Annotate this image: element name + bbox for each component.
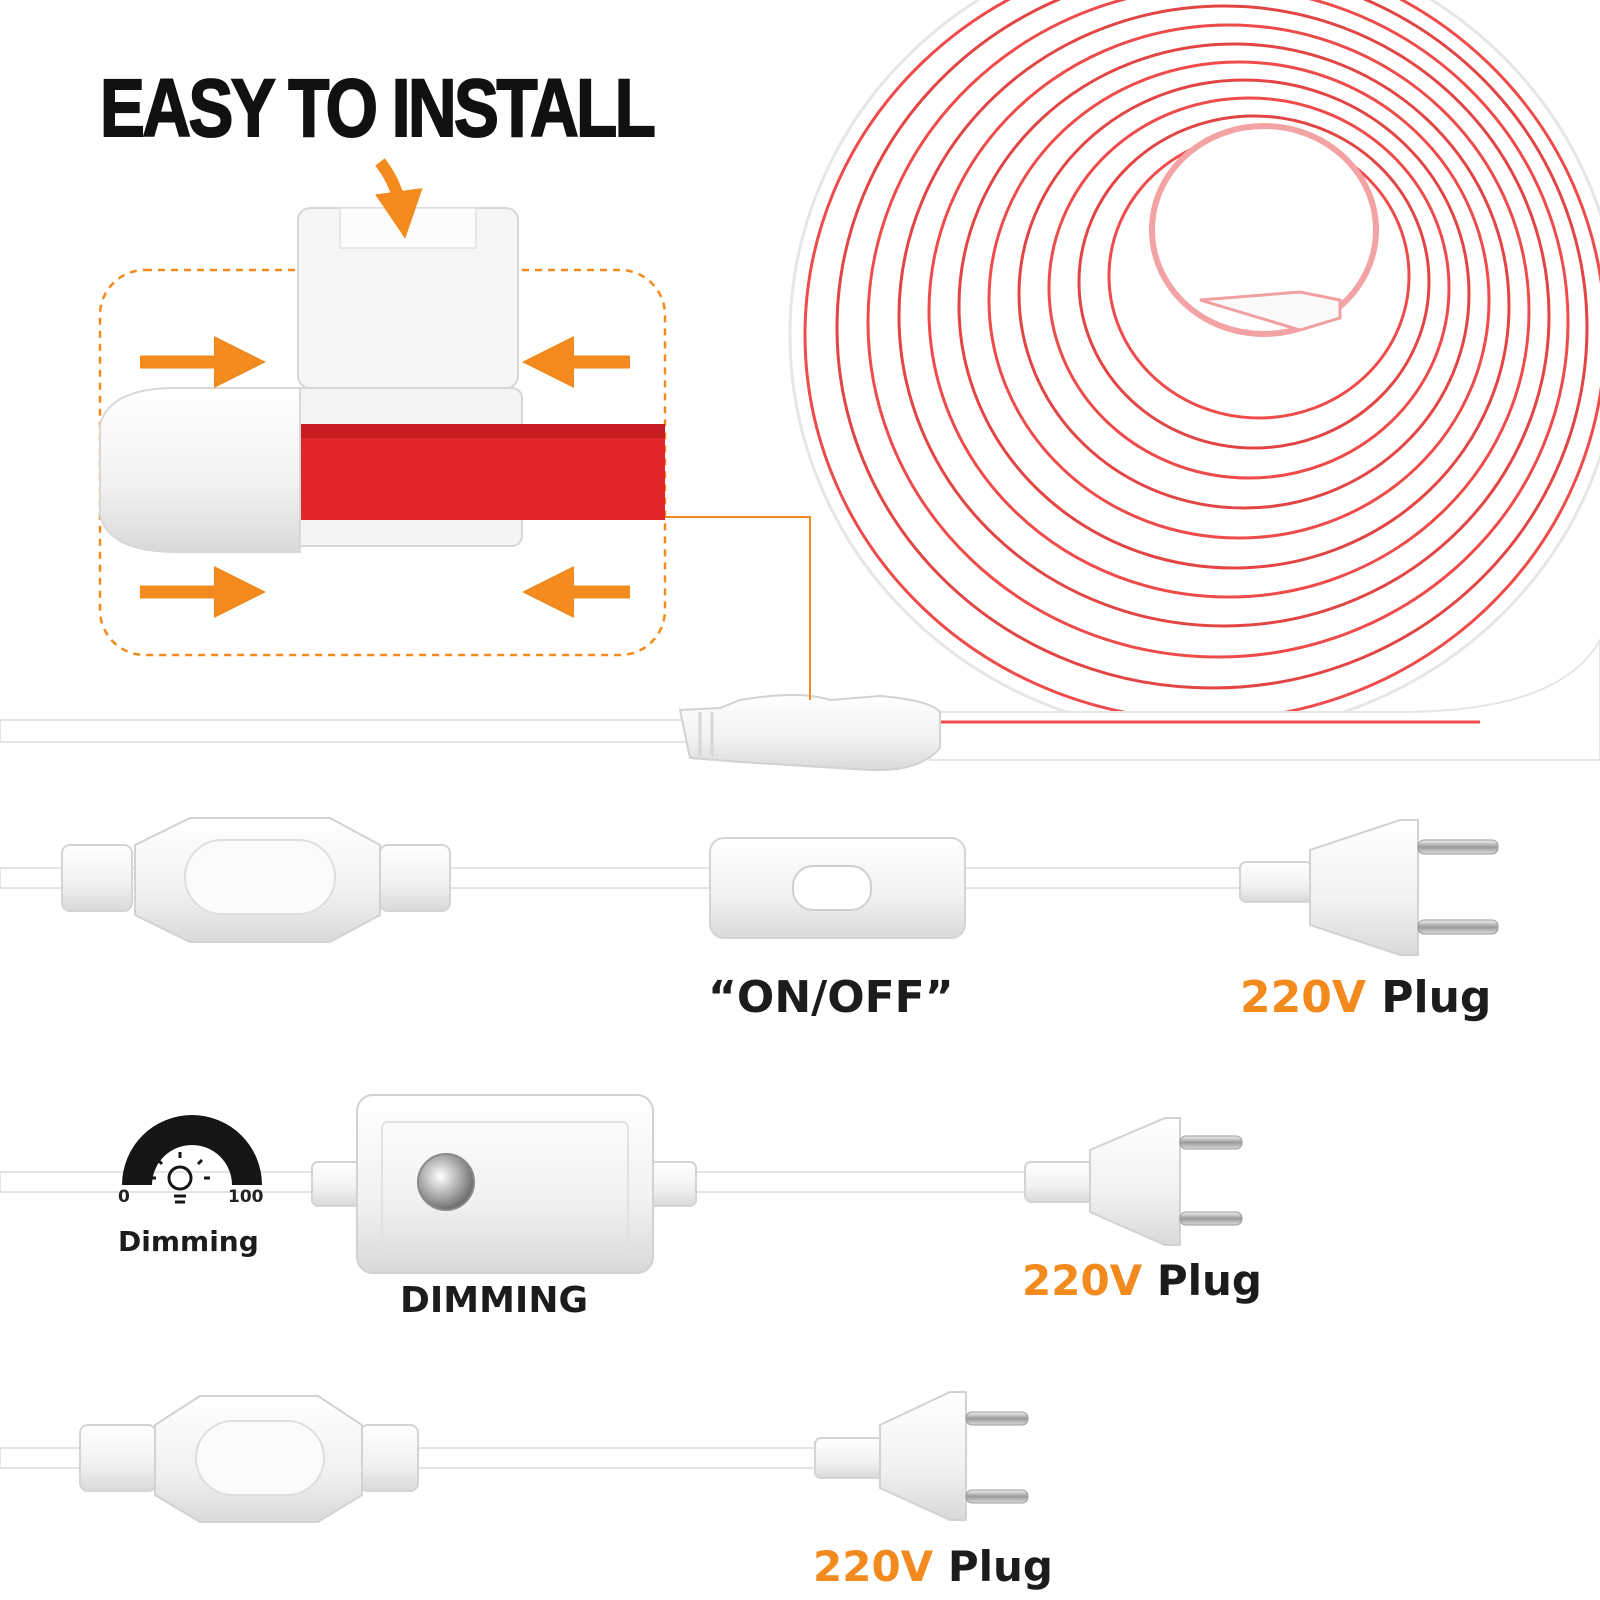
dimming-scale-max: 100 xyxy=(228,1187,264,1207)
plug-voltage: 220V xyxy=(813,1542,934,1591)
plug-label-3: 220V Plug xyxy=(813,1542,1053,1591)
strip-connector xyxy=(678,694,941,772)
switch-label: “ON/OFF” xyxy=(708,972,954,1023)
dimmer-knob-icon xyxy=(417,1153,475,1211)
main-cable xyxy=(0,694,941,772)
plug-label-2: 220V Plug xyxy=(1022,1256,1262,1305)
bulb-icon xyxy=(150,1152,210,1204)
plug-word: Plug xyxy=(947,1542,1053,1591)
led-driver-box xyxy=(79,1395,419,1523)
eu-plug-icon xyxy=(814,1391,1029,1521)
headline: EASY TO INSTALL xyxy=(99,62,656,155)
cable-row-switch xyxy=(0,817,1499,956)
dimming-caption: Dimming xyxy=(118,1225,259,1258)
cable-row-plain xyxy=(0,1391,1029,1523)
plug-word: Plug xyxy=(1381,972,1492,1023)
end-cap xyxy=(99,387,301,553)
dimming-gauge-icon xyxy=(122,1115,262,1204)
cable-row-dimmer xyxy=(0,1094,1243,1274)
plug-label-1: 220V Plug xyxy=(1240,972,1491,1023)
led-driver-box xyxy=(61,817,451,943)
dimmer-box xyxy=(311,1094,697,1274)
led-strip-pcb xyxy=(300,424,665,520)
eu-plug-icon xyxy=(1239,819,1499,956)
install-callout xyxy=(98,158,811,700)
led-strip-coil xyxy=(788,0,1600,761)
plug-voltage: 220V xyxy=(1240,972,1366,1023)
plug-voltage: 220V xyxy=(1022,1256,1143,1305)
rocker-switch-icon xyxy=(709,837,966,939)
eu-plug-icon xyxy=(1024,1117,1243,1246)
dimming-scale-min: 0 xyxy=(118,1187,130,1207)
plug-word: Plug xyxy=(1156,1256,1262,1305)
down-arrow-icon xyxy=(375,158,423,239)
dimmer-label: DIMMING xyxy=(400,1280,588,1321)
